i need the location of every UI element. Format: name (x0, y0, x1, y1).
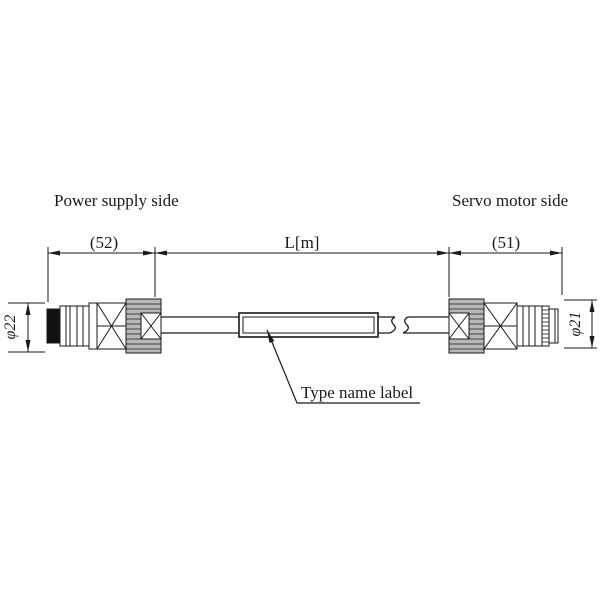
right-diameter-arrowheads (589, 300, 595, 348)
leader-arrowhead (267, 330, 275, 343)
leader-line (266, 329, 420, 404)
right-diameter-text: φ21 (567, 311, 584, 337)
right-length-dimension-text: (51) (491, 233, 521, 252)
main-dimension-line (47, 247, 563, 302)
left-diameter-text: φ22 (2, 314, 19, 340)
right-socket-face (548, 308, 559, 344)
power-supply-side-label: Power supply side (54, 191, 179, 210)
type-name-label-box (238, 312, 379, 338)
dimension-arrowheads (48, 250, 562, 256)
cable-break-symbol (389, 316, 409, 334)
type-name-label-annotation: Type name label (301, 383, 414, 402)
left-length-dimension-text: (52) (89, 233, 119, 252)
left-diameter-arrowheads (25, 303, 31, 352)
servo-motor-side-label: Servo motor side (452, 191, 569, 210)
right-connector (448, 298, 559, 354)
left-connector (46, 298, 162, 354)
cable-length-dimension-text: L[m] (284, 233, 320, 252)
left-plug-face (46, 308, 61, 344)
